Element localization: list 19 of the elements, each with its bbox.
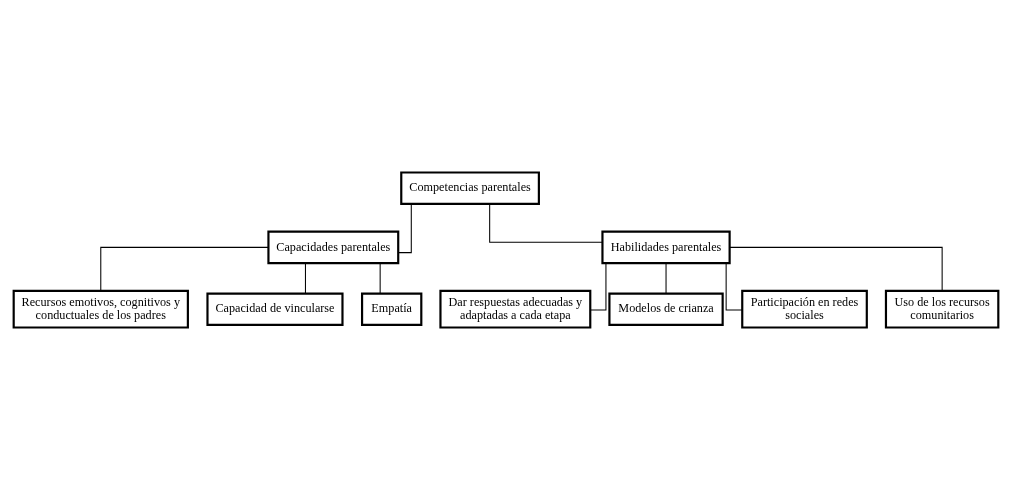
node-box: Uso de los recursos comunitarios xyxy=(884,289,1000,329)
node-box: Dar respuestas adecuadas y adaptadas a cada etapa xyxy=(439,289,592,329)
node-box: Recursos emotivos, cognitivos y conductuales de los padres xyxy=(12,289,189,329)
node-box: Competencias parentales xyxy=(400,170,540,205)
connector xyxy=(379,262,381,294)
node-box: Capacidad de vincularse xyxy=(206,291,344,326)
connector xyxy=(665,262,667,294)
connector xyxy=(100,246,269,291)
connector xyxy=(397,203,412,253)
node-box: Capacidades parentales xyxy=(267,230,400,264)
node-box: Participación en redes sociales xyxy=(741,289,868,329)
connector xyxy=(489,203,603,243)
node-box: Modelos de crianza xyxy=(608,291,724,326)
connector xyxy=(304,262,306,294)
connector xyxy=(725,262,743,311)
node-box: Habilidades parentales xyxy=(601,230,731,264)
connector xyxy=(590,262,607,311)
node-box: Empatía xyxy=(361,291,423,326)
connector xyxy=(729,246,943,291)
